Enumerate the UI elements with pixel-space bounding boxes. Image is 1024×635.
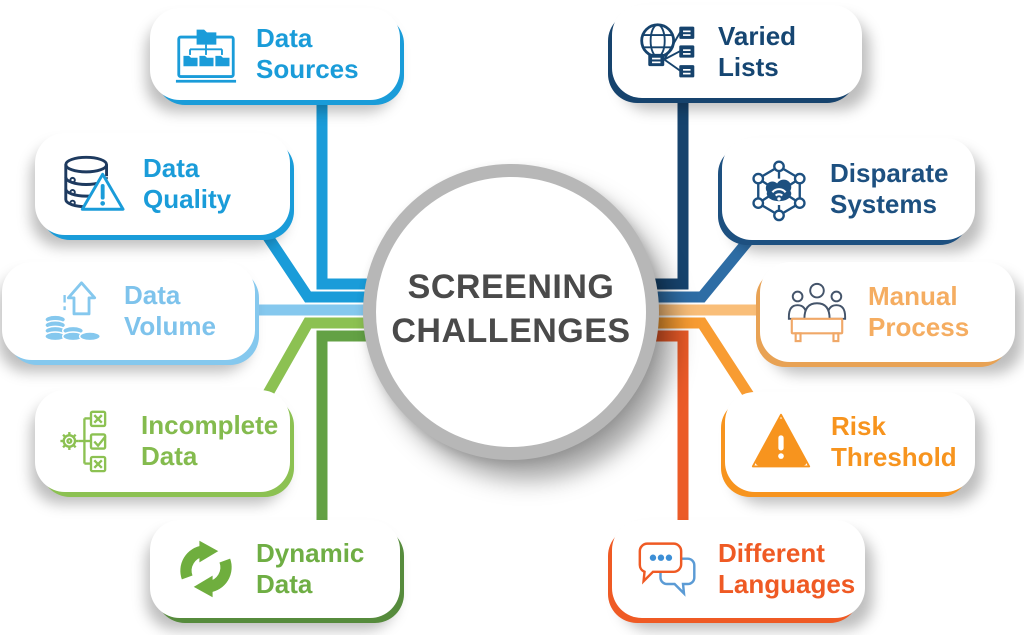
database-warning-icon bbox=[59, 153, 125, 215]
label-line-1: Incomplete bbox=[141, 410, 279, 440]
box-data-sources: Data Sources bbox=[150, 8, 400, 100]
label-line-1: Risk bbox=[831, 411, 886, 441]
globe-lists-icon bbox=[636, 21, 700, 83]
label-line-2: Volume bbox=[124, 311, 216, 341]
label-line-1: Disparate bbox=[830, 158, 949, 188]
box-label: Data Sources bbox=[256, 23, 359, 85]
box-incomplete-data: Incomplete Data bbox=[35, 390, 290, 492]
label-line-1: Varied bbox=[718, 20, 797, 51]
label-line-1: Manual bbox=[868, 281, 958, 311]
box-dynamic-data: Dynamic Data bbox=[150, 520, 400, 618]
warning-triangle-icon bbox=[749, 411, 813, 473]
people-desk-icon bbox=[784, 280, 850, 344]
label-line-2: Quality bbox=[143, 184, 232, 214]
box-label: Incomplete Data bbox=[141, 410, 278, 472]
box-risk-threshold: Risk Threshold bbox=[725, 392, 975, 492]
center-title-line-2: CHALLENGES bbox=[391, 312, 631, 350]
chat-bubbles-icon bbox=[636, 538, 700, 600]
label-line-2: Process bbox=[868, 312, 970, 342]
center-circle: SCREENING CHALLENGES bbox=[363, 164, 659, 460]
label-line-1: Data bbox=[256, 23, 313, 53]
box-data-volume: Data Volume bbox=[2, 262, 255, 360]
center-title-line-1: SCREENING bbox=[407, 268, 615, 306]
center-title: SCREENING CHALLENGES bbox=[391, 265, 630, 359]
box-label: Disparate Systems bbox=[830, 158, 949, 220]
refresh-cycle-icon bbox=[174, 537, 238, 601]
label-line-2: Threshold bbox=[831, 442, 957, 472]
label-line-1: Data bbox=[143, 153, 200, 183]
label-line-1: Different bbox=[718, 538, 825, 568]
label-line-2: Languages bbox=[718, 569, 856, 599]
box-different-languages: Different Languages bbox=[612, 520, 865, 618]
gear-checklist-icon bbox=[59, 408, 123, 474]
box-disparate-systems: Disparate Systems bbox=[722, 138, 975, 240]
box-label: Risk Threshold bbox=[831, 411, 957, 473]
box-label: Varied Lists bbox=[718, 21, 796, 83]
label-line-2: Systems bbox=[830, 189, 937, 219]
label-line-2: Sources bbox=[256, 54, 359, 84]
data-sources-icon bbox=[174, 23, 238, 85]
label-line-2: Lists bbox=[718, 51, 779, 82]
box-label: Data Volume bbox=[124, 280, 216, 342]
coins-arrow-up-icon bbox=[42, 280, 106, 342]
box-label: Data Quality bbox=[143, 153, 231, 215]
box-varied-lists: Varied Lists bbox=[612, 5, 862, 98]
label-line-1: Data bbox=[124, 280, 181, 310]
label-line-2: Data bbox=[256, 569, 313, 599]
box-data-quality: Data Quality bbox=[35, 133, 290, 235]
network-cloud-icon bbox=[746, 156, 812, 222]
label-line-2: Data bbox=[141, 441, 198, 471]
box-manual-process: Manual Process bbox=[760, 262, 1015, 362]
box-label: Dynamic Data bbox=[256, 538, 364, 600]
box-label: Manual Process bbox=[868, 281, 969, 343]
label-line-1: Dynamic bbox=[256, 538, 365, 568]
box-label: Different Languages bbox=[718, 538, 855, 600]
